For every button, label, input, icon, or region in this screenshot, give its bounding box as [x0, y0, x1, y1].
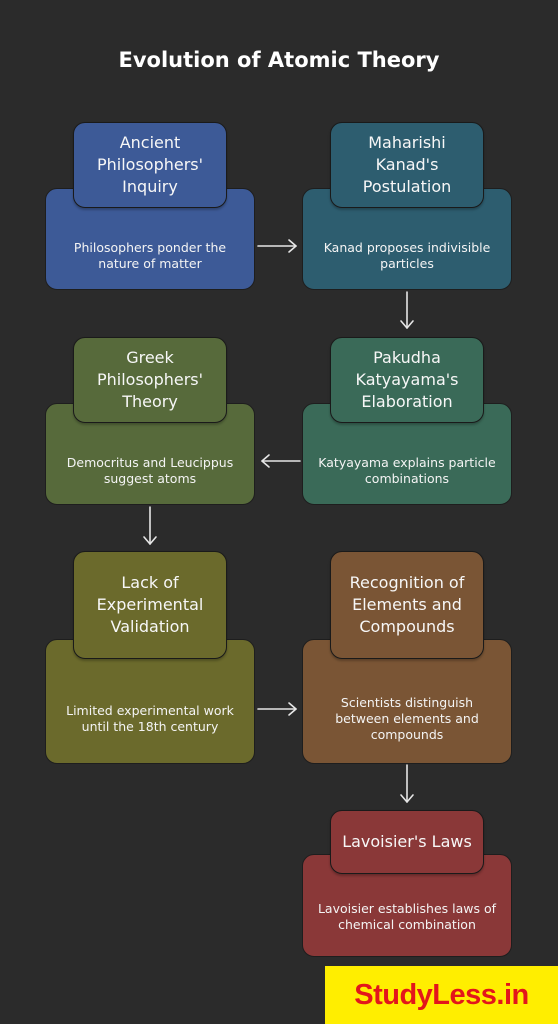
- step-heading-box: Lack of Experimental Validation: [73, 551, 227, 659]
- arrow-greek-to-validation: [143, 506, 157, 545]
- logo-text: StudyLess.in: [354, 978, 529, 1011]
- arrow-recognition-to-lavoisier: [400, 764, 414, 803]
- diagram-title: Evolution of Atomic Theory: [118, 48, 440, 72]
- step-description: Lavoisier establishes laws of chemical c…: [317, 900, 497, 932]
- arrow-katyayama-to-greek: [261, 454, 301, 468]
- step-heading-box: Maharishi Kanad's Postulation: [330, 122, 484, 208]
- step-heading: Maharishi Kanad's Postulation: [362, 133, 452, 196]
- step-lack-of-validation: Limited experimental work until the 18th…: [45, 551, 257, 765]
- step-heading-box: Recognition of Elements and Compounds: [330, 551, 484, 659]
- step-description: Limited experimental work until the 18th…: [66, 702, 234, 734]
- step-pakudha-katyayama: Katyayama explains particle combinations…: [302, 337, 514, 507]
- step-heading-box: Lavoisier's Laws: [330, 810, 484, 874]
- step-description: Democritus and Leucippus suggest atoms: [66, 455, 234, 486]
- step-heading: Greek Philosophers' Theory: [96, 348, 204, 411]
- step-description: Kanad proposes indivisible particles: [323, 240, 491, 271]
- step-lavoisier-laws: Lavoisier establishes laws of chemical c…: [302, 810, 514, 958]
- step-greek-philosophers: Democritus and Leucippus suggest atoms G…: [45, 337, 257, 507]
- step-ancient-philosophers: Philosophers ponder the nature of matter…: [45, 122, 257, 292]
- step-maharishi-kanad: Kanad proposes indivisible particles Mah…: [302, 122, 514, 292]
- step-heading-box: Ancient Philosophers' Inquiry: [73, 122, 227, 208]
- step-heading-box: Pakudha Katyayama's Elaboration: [330, 337, 484, 423]
- arrow-inquiry-to-kanad: [257, 239, 297, 253]
- step-description: Katyayama explains particle combinations: [318, 455, 496, 486]
- studyless-logo: StudyLess.in: [325, 966, 558, 1024]
- step-heading: Lavoisier's Laws: [342, 832, 472, 851]
- arrow-kanad-to-katyayama: [400, 291, 414, 329]
- step-description: Philosophers ponder the nature of matter: [73, 240, 227, 271]
- arrow-validation-to-recognition: [257, 702, 297, 716]
- step-description-box: Limited experimental work until the 18th…: [45, 639, 255, 764]
- step-description-box: Scientists distinguish between elements …: [302, 639, 512, 764]
- step-heading: Lack of Experimental Validation: [96, 573, 204, 636]
- step-heading: Pakudha Katyayama's Elaboration: [355, 348, 459, 411]
- step-heading-box: Greek Philosophers' Theory: [73, 337, 227, 423]
- step-elements-and-compounds: Scientists distinguish between elements …: [302, 551, 514, 765]
- step-heading: Recognition of Elements and Compounds: [349, 573, 465, 636]
- step-heading: Ancient Philosophers' Inquiry: [96, 133, 204, 196]
- step-description: Scientists distinguish between elements …: [335, 694, 479, 742]
